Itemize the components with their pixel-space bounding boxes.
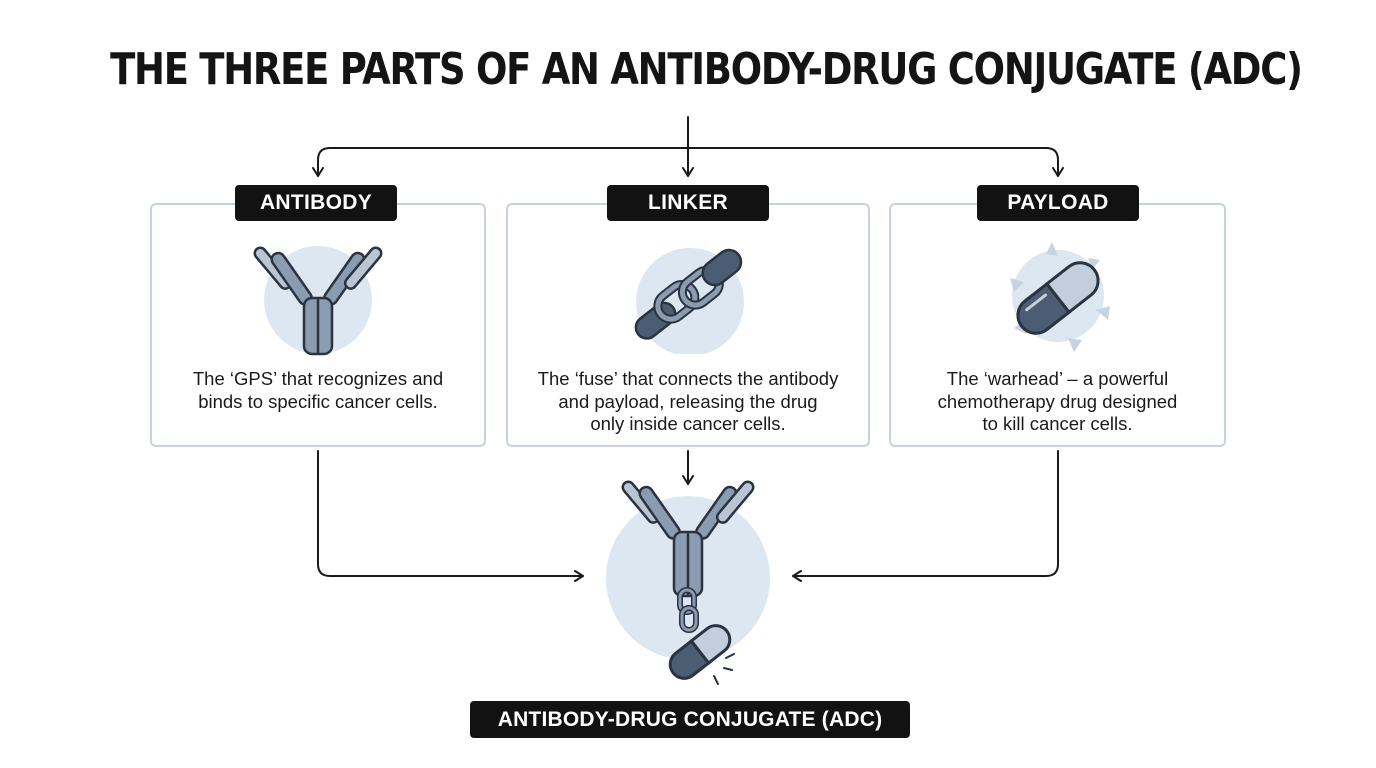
description-line: to kill cancer cells.: [982, 413, 1133, 434]
antibody-icon: [250, 230, 386, 365]
chain-link-icon: [618, 234, 758, 359]
description-line: chemotherapy drug designed: [937, 390, 1178, 412]
payload-description: The ‘warhead’ – a powerful chemotherapy …: [889, 368, 1226, 436]
description-line: binds to specific cancer cells.: [198, 390, 438, 412]
description-line: The ‘warhead’ – a powerful: [946, 368, 1169, 389]
arrow-to-payload: [1045, 147, 1064, 177]
description-line: The ‘fuse’ that connects the antibody: [537, 368, 839, 389]
description-line: and payload, releasing the drug: [558, 390, 818, 412]
antibody-label: ANTIBODY: [235, 185, 397, 221]
description-line: only inside cancer cells.: [590, 413, 786, 434]
description-line: The ‘GPS’ that recognizes and: [192, 368, 444, 389]
arrow-antibody-to-adc: [317, 450, 584, 582]
antibody-description: The ‘GPS’ that recognizes and binds to s…: [150, 368, 486, 413]
arrow-to-antibody: [312, 147, 331, 177]
payload-label: PAYLOAD: [977, 185, 1139, 221]
diagram-title: THE THREE PARTS OF AN ANTIBODY-DRUG CONJ…: [110, 44, 1303, 95]
linker-label: LINKER: [607, 185, 769, 221]
linker-description: The ‘fuse’ that connects the antibody an…: [506, 368, 870, 436]
adc-result-label: ANTIBODY-DRUG CONJUGATE (ADC): [470, 701, 910, 738]
arrow-payload-to-adc: [792, 450, 1059, 582]
drug-capsule-icon: [996, 240, 1126, 361]
adc-assembly-icon: [598, 472, 778, 697]
